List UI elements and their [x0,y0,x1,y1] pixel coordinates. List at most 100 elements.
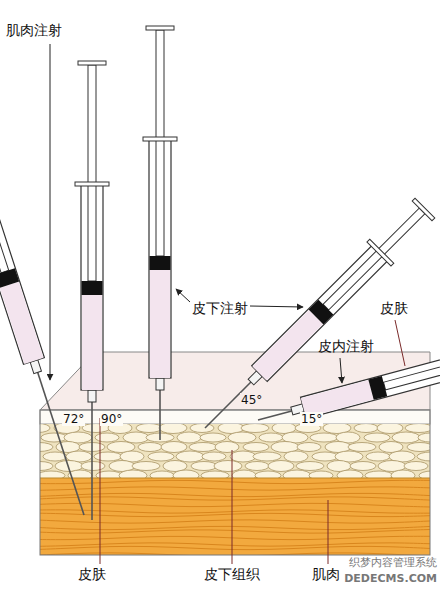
muscle-fibers [40,480,430,555]
fat-cell [245,462,269,471]
block-outline [40,410,430,555]
muscle-fiber [40,497,430,500]
fat-cell [312,452,338,461]
fat-cell [119,470,147,478]
layer-label: 肌肉 [312,566,340,583]
fat-cell [202,452,226,461]
fat-cell [176,451,204,462]
fat-cell [41,433,67,442]
fat-cell [407,443,430,452]
leader-line [50,44,51,380]
fluid [252,310,323,381]
fat-cell [40,471,65,478]
fat-cell [94,452,122,461]
fat-cell [159,424,187,434]
finger-flange [367,239,394,266]
muscle-fiber [40,510,430,513]
needle-hub [88,390,96,402]
plunger-rubber [368,376,387,400]
thumb-plate [78,61,106,65]
fluid [0,282,43,364]
plunger-rubber [0,268,19,288]
injection-type-label: 皮下注射 [192,300,248,317]
thumb-plate [412,198,435,221]
fat-cell [228,432,256,443]
plunger-rod [0,112,9,272]
fat-cell [309,471,333,478]
fat-cell [405,424,430,433]
plunger-rod [156,30,164,256]
fat-cell [365,471,393,478]
watermark: DEDECMS.COM [344,572,437,585]
fluid [150,270,170,378]
plunger-rod [88,65,96,281]
fat-cell [310,433,338,442]
fat-cell [391,470,415,478]
muscle-fiber [40,513,430,517]
needle [38,372,84,515]
fat-cell [392,432,420,443]
leader-line [328,500,329,564]
angle-label: 15° [300,412,323,426]
barrel [301,358,440,418]
plunger-rod [323,208,425,310]
needle [159,390,161,440]
fat-cell [214,461,242,472]
fat-cell [404,462,428,471]
fat-cell [350,462,376,471]
fat-cells [40,424,430,478]
fat-cell [283,470,311,478]
fat-cell [215,442,239,453]
plunger-rubber [309,300,334,325]
syringe [143,26,177,440]
fat-cell [138,443,162,452]
syringe [254,339,440,437]
needle-hub [156,378,164,390]
fat-cell [296,462,324,471]
layer-label: 皮下组织 [204,566,260,583]
layer-label: 皮肤 [78,566,106,583]
fat-cell [177,432,201,443]
fat-cell [173,470,199,478]
fat-cell [161,442,187,453]
layer-border [40,478,430,479]
muscle-fiber [40,493,430,496]
fat-cell [243,443,269,452]
fat-cell [268,461,294,472]
leader-lines [50,44,405,564]
fat-cell [132,462,160,471]
finger-flange [143,137,177,141]
leader-line [395,320,405,366]
barrel [0,196,44,364]
plunger-rod [384,352,440,390]
fat-cell [95,433,119,442]
fat-cell [348,443,376,452]
angle-label: 90° [100,412,123,426]
fat-cell [148,452,174,461]
syringe [193,196,437,440]
fat-cell [189,443,217,452]
fat-cell [191,462,217,471]
injection-type-label: 皮内注射 [318,338,374,355]
fat-cell [364,433,390,442]
muscle-fiber [40,530,430,534]
fat-cell [419,471,430,478]
angle-label: 45° [240,393,263,407]
fat-cell [337,470,363,478]
muscle-fiber [40,546,430,549]
finger-flange [75,182,109,186]
leader-line [250,306,303,307]
fat-cell [230,451,256,462]
muscle-fiber [40,526,430,529]
watermark: 织梦内容管理系统 [349,556,437,569]
fat-cell [136,424,162,433]
fat-cell [40,424,50,433]
injection-type-label: 肌肉注射 [6,22,62,39]
fat-cell [150,471,174,478]
fat-cell [366,452,390,461]
leader-line [340,358,342,383]
fat-cell [201,471,229,478]
fat-cell [81,462,105,471]
fat-cell [241,424,269,433]
